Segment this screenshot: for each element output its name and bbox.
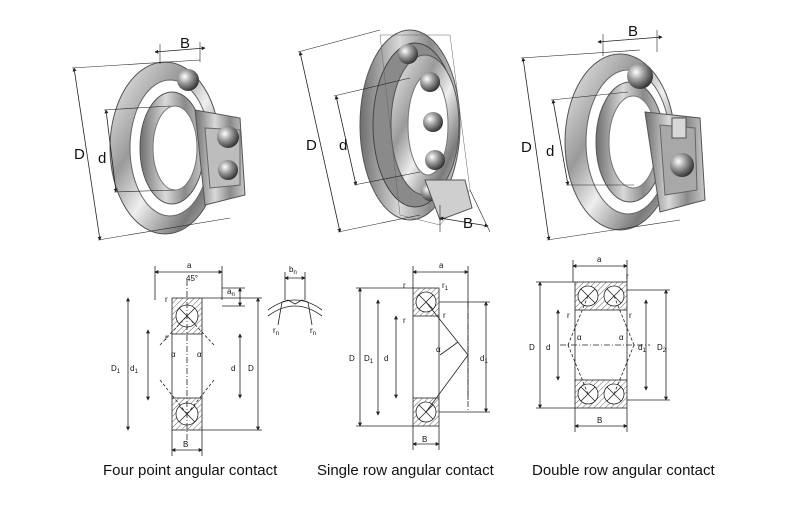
d2-label-D: D xyxy=(349,354,355,363)
d3-label-a: a xyxy=(597,255,602,264)
d1-label-D: D xyxy=(248,364,254,373)
ball-icon xyxy=(217,126,239,148)
d2-label-r-mid-right: r xyxy=(443,311,446,320)
photo-single-row-bearing xyxy=(297,29,491,233)
photo-four-point-bearing xyxy=(71,42,246,241)
drawing-single-row xyxy=(356,266,490,450)
d3-label-r-top: r xyxy=(626,272,629,281)
d1-label-r2: r xyxy=(165,333,168,342)
d2-label-d: d xyxy=(384,354,388,363)
d3-label-alpha2: α xyxy=(619,333,624,342)
ball-icon xyxy=(425,150,445,170)
d2-label-r1: r1 xyxy=(442,281,449,292)
drawing-double-row xyxy=(536,260,670,432)
d1-label-angle: 45° xyxy=(186,274,198,283)
photo3-label-d: d xyxy=(546,143,554,160)
photo1-label-B: B xyxy=(180,35,190,52)
photo-double-row-bearing xyxy=(520,30,706,241)
ball-icon xyxy=(420,72,440,92)
d2-label-a: a xyxy=(439,261,444,270)
d3-label-d1: d1 xyxy=(638,343,646,354)
photo1-label-d: d xyxy=(98,150,106,167)
detail-label-bn: bn xyxy=(289,265,297,276)
ball-icon xyxy=(218,160,238,180)
d3-label-D: D xyxy=(529,343,535,352)
ball-icon xyxy=(177,69,199,91)
photo2-label-B: B xyxy=(463,215,473,232)
d1-label-d: d xyxy=(231,364,235,373)
drawing-detail-bn xyxy=(267,272,323,326)
d1-label-an: an xyxy=(227,287,235,298)
d3-label-r-left: r xyxy=(567,311,570,320)
caption-double-row: Double row angular contact xyxy=(532,462,715,479)
ball-icon xyxy=(670,153,694,177)
d3-label-D2: D2 xyxy=(657,343,667,354)
d3-label-B: B xyxy=(597,416,602,425)
detail-label-rn1: rn xyxy=(273,326,279,337)
ball-icon xyxy=(627,63,653,89)
d1-label-B: B xyxy=(183,440,188,449)
photo3-label-B: B xyxy=(628,23,638,40)
drawing-four-point xyxy=(126,266,262,456)
d3-label-d: d xyxy=(546,343,550,352)
d1-label-D1: D1 xyxy=(111,364,121,375)
d2-label-D1: D1 xyxy=(364,354,374,365)
d1-label-alpha2: α xyxy=(197,350,202,359)
caption-four-point: Four point angular contact xyxy=(103,462,278,479)
ball-icon xyxy=(398,44,418,64)
caption-single-row: Single row angular contact xyxy=(317,462,494,479)
d3-label-alpha1: α xyxy=(577,333,582,342)
photo1-label-D: D xyxy=(74,146,85,163)
photo3-label-D: D xyxy=(521,139,532,156)
d1-label-d1: d1 xyxy=(130,364,138,375)
d1-label-a: a xyxy=(187,261,192,270)
d2-label-B: B xyxy=(422,435,427,444)
d2-label-d1: d1 xyxy=(480,354,488,365)
d1-label-r1: r xyxy=(165,295,168,304)
d1-label-alpha1: α xyxy=(171,350,176,359)
photo2-label-D: D xyxy=(306,137,317,154)
ball-icon xyxy=(423,112,443,132)
detail-label-rn2: rn xyxy=(310,326,316,337)
d3-label-r-right: r xyxy=(629,311,632,320)
photo2-label-d: d xyxy=(339,137,347,154)
d2-label-alpha: α xyxy=(436,345,441,354)
d2-label-r-mid-left: r xyxy=(403,316,406,325)
d2-label-r-top: r xyxy=(403,281,406,290)
